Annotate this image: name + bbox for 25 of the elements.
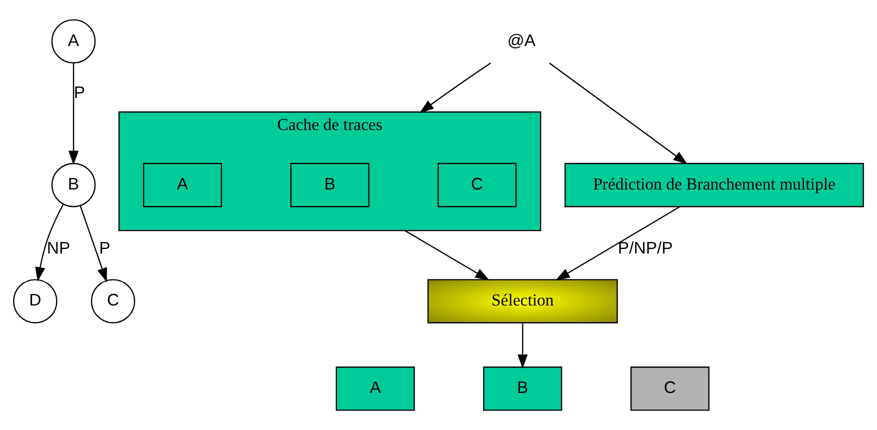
node-circle: C [90,279,136,324]
node-circle: D [13,279,58,324]
edge-label: P [99,238,110,258]
node-box: A [143,162,222,208]
node-circle: A [51,19,96,64]
node-box: Sélection [427,279,618,324]
arrow [518,323,528,369]
arrow [419,62,492,114]
arrow [68,63,79,166]
edge-label: P/NP/P [618,238,673,258]
node-box: B [290,162,370,208]
node-box: A [336,366,415,411]
node-box: Prédiction de Branchement multiple [564,162,864,208]
arrow [404,230,490,280]
edge-label: P [74,82,86,102]
node-box: B [483,366,562,411]
node-circle: B [51,162,96,208]
node-box: C [630,366,710,411]
node-box: C [438,162,517,208]
edge-label: NP [46,238,70,258]
arrow [35,204,64,282]
arrow [556,206,680,280]
node-text: @A [507,30,536,50]
arrow [549,62,688,164]
arrow [80,205,107,282]
